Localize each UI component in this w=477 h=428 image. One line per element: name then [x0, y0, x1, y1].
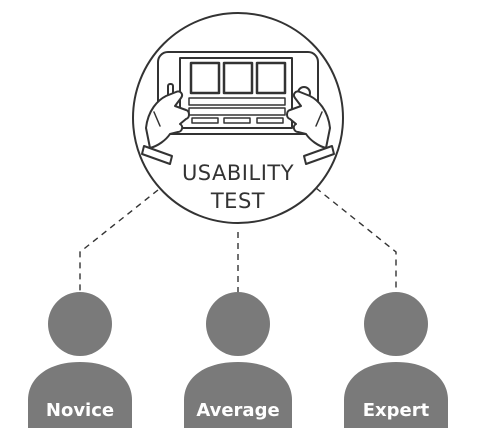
user-silhouette-icon [344, 292, 448, 428]
persona-label-expert: Expert [363, 400, 430, 421]
persona-expert: Expert [344, 292, 448, 428]
connector-lines [79, 187, 397, 292]
title-line-2: TEST [210, 189, 265, 213]
persona-average: Average [184, 292, 292, 428]
connector-novice [79, 189, 159, 292]
connector-expert [315, 187, 397, 292]
user-silhouette-icon [28, 292, 132, 428]
user-silhouette-icon [184, 292, 292, 428]
title-line-1: USABILITY [182, 161, 294, 185]
tablet-in-hands-icon [141, 51, 335, 165]
usability-test-node: USABILITY TEST [132, 12, 344, 224]
persona-label-average: Average [196, 400, 279, 421]
persona-label-novice: Novice [46, 400, 114, 421]
persona-novice: Novice [28, 292, 132, 428]
